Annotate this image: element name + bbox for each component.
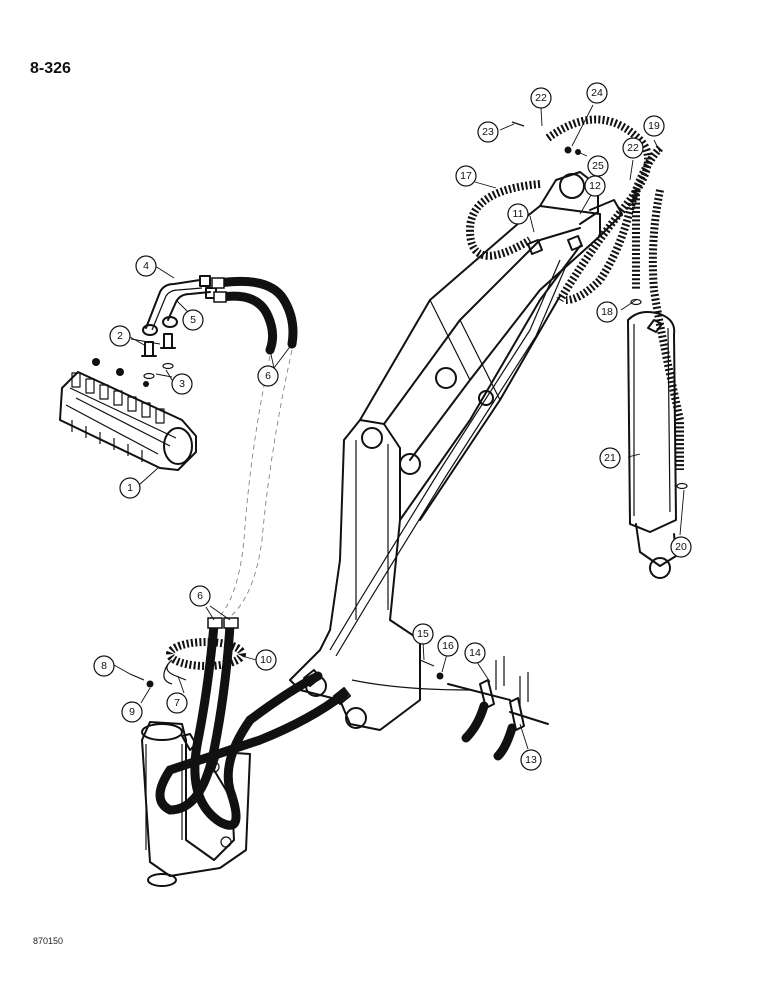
control-valve-illustration (59, 358, 197, 471)
svg-text:5: 5 (190, 314, 196, 326)
svg-text:14: 14 (469, 647, 481, 659)
hose-illustration-upper (211, 276, 298, 355)
svg-text:6: 6 (197, 590, 203, 602)
callout-3: 3 (171, 373, 193, 395)
callout-2: 2 (109, 325, 131, 347)
callout-25: 25 (587, 155, 609, 177)
hydraulic-cylinder-illustration (627, 298, 688, 579)
svg-text:24: 24 (591, 87, 603, 99)
svg-text:15: 15 (417, 628, 429, 640)
svg-text:2: 2 (117, 330, 123, 342)
callout-4: 4 (135, 255, 157, 277)
callout-20: 20 (670, 536, 692, 558)
boom-hose-loops-illustration (465, 115, 684, 470)
callout-18: 18 (596, 301, 618, 323)
callout-22-right: 22 (622, 137, 644, 159)
callout-14: 14 (464, 642, 486, 664)
svg-text:16: 16 (442, 640, 454, 652)
callout-6-lower: 6 (189, 585, 211, 607)
callout-13: 13 (520, 749, 542, 771)
callout-19: 19 (643, 115, 665, 137)
svg-text:6: 6 (265, 370, 271, 382)
callout-12: 12 (584, 175, 606, 197)
fittings-illustration (141, 333, 176, 380)
svg-text:7: 7 (174, 697, 180, 709)
svg-text:22: 22 (627, 142, 639, 154)
svg-text:23: 23 (482, 126, 494, 138)
swing-casting-illustration (141, 721, 251, 887)
callout-6-upper: 6 (257, 365, 279, 387)
callout-7: 7 (166, 692, 188, 714)
svg-text:4: 4 (143, 260, 149, 272)
svg-text:3: 3 (179, 378, 185, 390)
callout-22-left: 22 (530, 87, 552, 109)
tube-assembly-illustration (142, 275, 217, 336)
svg-text:11: 11 (513, 208, 524, 220)
svg-text:1: 1 (127, 482, 133, 494)
page-number: 8-326 (30, 60, 71, 77)
svg-text:19: 19 (648, 120, 660, 132)
svg-text:9: 9 (129, 706, 135, 718)
reference-code: 870150 (33, 936, 63, 946)
callout-10: 10 (255, 649, 277, 671)
hose-continuation-lines (215, 349, 293, 621)
hose-illustration-lower (155, 617, 349, 830)
leader-lines (113, 104, 685, 750)
tee-fitting-illustration (351, 656, 549, 761)
screw-washer-illustration (129, 673, 154, 688)
callout-24: 24 (586, 82, 608, 104)
svg-text:18: 18 (601, 306, 613, 318)
callout-8: 8 (93, 655, 115, 677)
svg-text:20: 20 (675, 541, 687, 553)
svg-text:22: 22 (535, 92, 547, 104)
svg-text:25: 25 (592, 160, 604, 172)
callout-23: 23 (477, 121, 499, 143)
svg-text:8: 8 (101, 660, 107, 672)
callout-21: 21 (599, 447, 621, 469)
callout-9: 9 (121, 701, 143, 723)
coiled-lead-illustration (163, 638, 246, 685)
svg-text:21: 21 (604, 452, 616, 464)
svg-text:12: 12 (589, 180, 601, 192)
callout-16: 16 (437, 635, 459, 657)
svg-text:13: 13 (525, 754, 537, 766)
svg-text:17: 17 (460, 170, 472, 182)
callout-5: 5 (182, 309, 204, 331)
svg-text:10: 10 (260, 654, 272, 666)
callout-1: 1 (119, 477, 141, 499)
callout-11: 11 (507, 203, 529, 225)
callout-15: 15 (412, 623, 434, 645)
callout-17: 17 (455, 165, 477, 187)
